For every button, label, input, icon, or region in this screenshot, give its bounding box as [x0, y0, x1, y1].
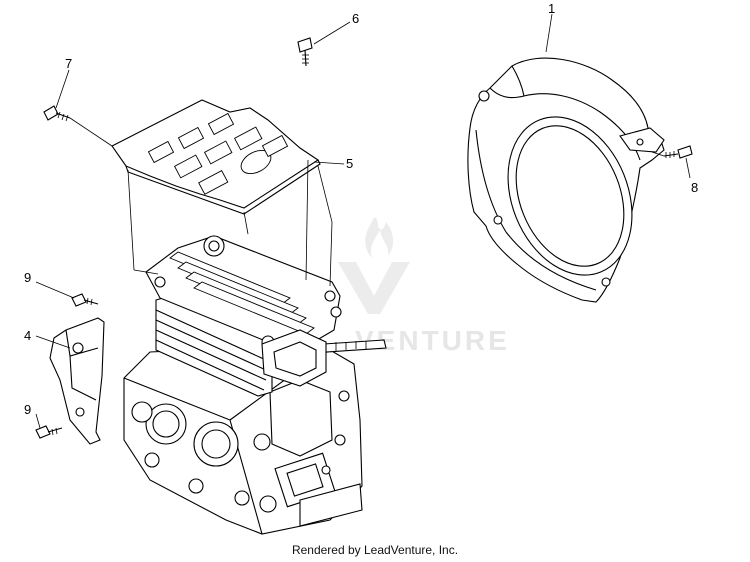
screw-7: [43, 105, 71, 122]
engine-block: [123, 235, 387, 535]
callout-1: 1: [548, 1, 555, 16]
baffle: [49, 317, 105, 445]
callout-6: 6: [352, 11, 359, 26]
screw-9-lower: [35, 425, 63, 439]
cylinder-shroud-plate: [111, 99, 321, 215]
watermark: VENTURE: [338, 217, 507, 356]
blower-housing: [467, 57, 665, 303]
screw-6: [297, 37, 313, 67]
render-credit: Rendered by LeadVenture, Inc.: [291, 543, 459, 557]
alignment-lines: [69, 117, 665, 287]
callout-9-lower: 9: [24, 402, 31, 417]
callout-7: 7: [65, 56, 72, 71]
screw-8: [663, 145, 693, 159]
leadventure-logo-icon: [338, 217, 410, 314]
callout-5: 5: [346, 156, 353, 171]
callout-4: 4: [24, 328, 31, 343]
screw-9-upper: [71, 293, 99, 307]
callout-9-upper: 9: [24, 270, 31, 285]
callout-leaders: [35, 13, 691, 429]
callout-8: 8: [691, 180, 698, 195]
